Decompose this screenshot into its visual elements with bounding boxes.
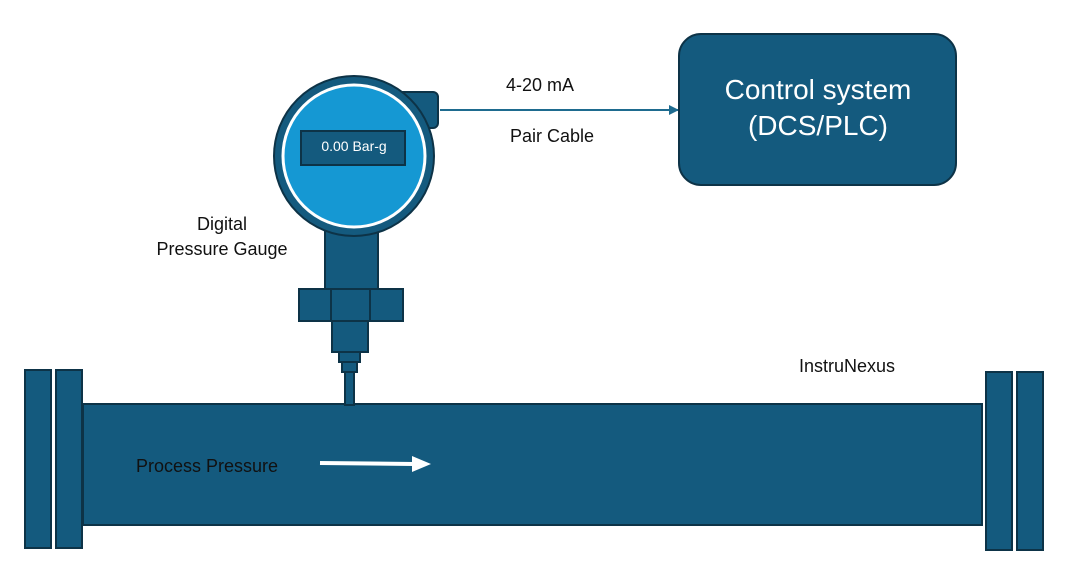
- process-connection: [331, 320, 369, 353]
- tap-fitting: [338, 351, 361, 363]
- hex-nut-left: [298, 288, 332, 322]
- control-system-box: [678, 33, 957, 186]
- gauge-label-line1: Digital: [196, 214, 248, 234]
- left-flange-outer: [24, 369, 52, 549]
- right-flange-outer: [1016, 371, 1044, 551]
- signal-type-label: 4-20 mA: [506, 75, 575, 95]
- impulse-tap: [344, 371, 355, 406]
- hex-nut-right: [369, 288, 404, 322]
- cable-type-label: Pair Cable: [510, 126, 595, 146]
- gauge-label: Digital Pressure Gauge: [146, 213, 298, 260]
- watermark-text: InstruNexus: [799, 356, 896, 376]
- gauge-display-value: 0.00 Bar-g: [321, 138, 387, 154]
- left-flange-inner: [55, 369, 83, 549]
- control-system-label: Control system (DCS/PLC): [680, 72, 956, 144]
- right-flange-inner: [985, 371, 1013, 551]
- flow-arrow-shaft: [319, 461, 415, 466]
- flow-label: Process Pressure: [136, 456, 279, 476]
- control-system-line2: (DCS/PLC): [747, 110, 888, 141]
- hex-nut-center: [330, 288, 371, 322]
- process-pipe: [82, 403, 983, 526]
- gauge-display-screen: [300, 130, 406, 166]
- control-system-line1: Control system: [724, 74, 912, 105]
- gauge-label-line2: Pressure Gauge: [156, 239, 288, 259]
- tap-fitting-lower: [341, 361, 358, 373]
- flow-arrow-head: [412, 456, 431, 472]
